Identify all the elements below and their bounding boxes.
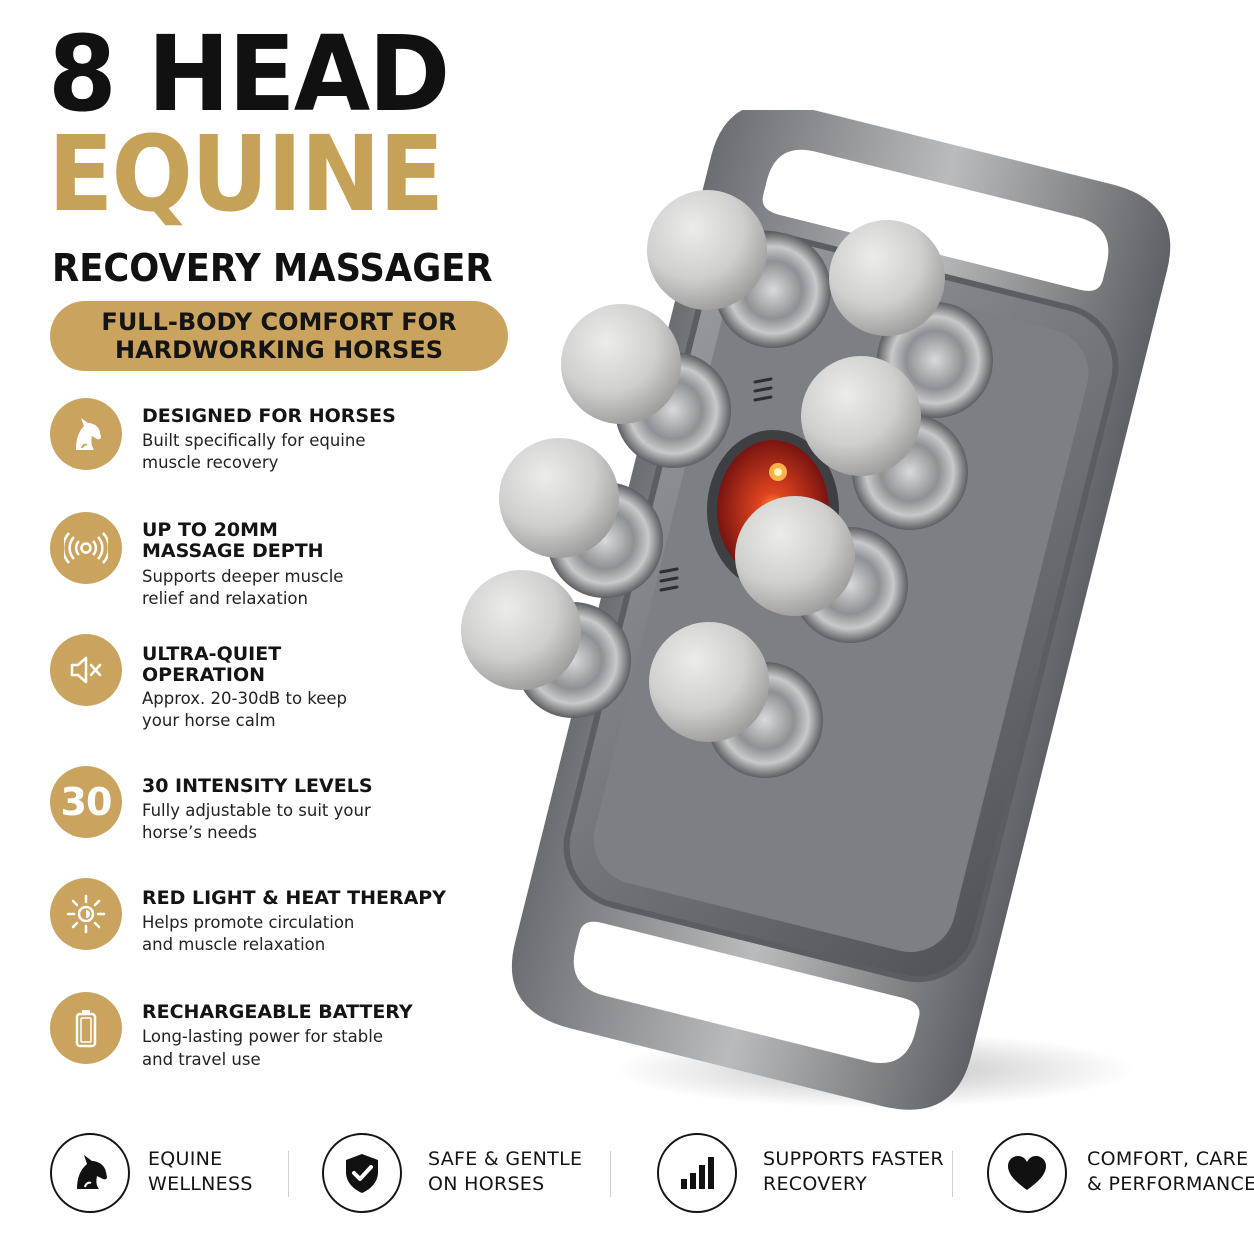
benefit-label-line-1: EQUINE: [148, 1148, 223, 1170]
heart-icon: [987, 1133, 1067, 1213]
feature-title-line-1: ULTRA-QUIET: [142, 643, 282, 665]
feature-title-line-2: MASSAGE DEPTH: [142, 540, 324, 562]
intensity-badge: 30: [60, 780, 113, 824]
horse-head-icon: [50, 398, 122, 470]
feature-desc-line-2: muscle recovery: [142, 453, 279, 472]
sun-light-icon: [50, 878, 122, 950]
divider: [288, 1151, 289, 1197]
headline-equine: EQUINE: [48, 113, 444, 235]
feature-desc-line-2: and travel use: [142, 1050, 261, 1069]
benefit-label: SUPPORTS FASTER RECOVERY: [763, 1147, 963, 1197]
battery-icon: [50, 992, 122, 1064]
massager-product-image: [461, 110, 1171, 1110]
headline-8-head: 8 HEAD: [48, 13, 450, 135]
feature-desc-line-1: Helps promote circulation: [142, 913, 355, 932]
feature-desc-line-1: Built specifically for equine: [142, 431, 366, 450]
benefit-label-line-2: & PERFORMANCE: [1087, 1173, 1254, 1195]
feature-desc-line-1: Supports deeper muscle: [142, 567, 344, 586]
vibration-icon: [50, 512, 122, 584]
banner-line-1: FULL-BODY COMFORT FOR: [101, 308, 457, 336]
divider: [952, 1151, 953, 1197]
feature-desc-line-1: Long-lasting power for stable: [142, 1027, 383, 1046]
bar-chart-icon: [657, 1133, 737, 1213]
benefit-label: COMFORT, CARE & PERFORMANCE: [1087, 1147, 1254, 1197]
feature-title-line-2: OPERATION: [142, 664, 265, 686]
speaker-mute-icon: [50, 634, 122, 706]
feature-desc-line-2: horse’s needs: [142, 823, 258, 842]
feature-title: RECHARGEABLE BATTERY: [142, 1001, 413, 1023]
headline-recovery-massager: RECOVERY MASSAGER: [52, 246, 493, 290]
feature-desc-line-1: Approx. 20-30dB to keep: [142, 689, 348, 708]
feature-desc-line-2: and muscle relaxation: [142, 935, 326, 954]
shield-check-icon: [322, 1133, 402, 1213]
benefit-label-line-1: COMFORT, CARE: [1087, 1148, 1249, 1170]
benefit-label: SAFE & GENTLE ON HORSES: [428, 1147, 628, 1197]
feature-desc-line-2: relief and relaxation: [142, 589, 308, 608]
horse-head-icon: [50, 1133, 130, 1213]
benefit-label: EQUINE WELLNESS: [148, 1147, 348, 1197]
divider: [610, 1151, 611, 1197]
benefits-bar: EQUINE WELLNESS SAFE & GENTLE ON HORSES …: [0, 1125, 1254, 1254]
feature-title-line-1: UP TO 20MM: [142, 519, 278, 541]
tagline-banner: FULL-BODY COMFORT FOR HARDWORKING HORSES: [50, 301, 508, 371]
benefit-label-line-2: ON HORSES: [428, 1173, 545, 1195]
number-30-icon: 30: [50, 766, 122, 838]
feature-desc-line-1: Fully adjustable to suit your: [142, 801, 371, 820]
benefit-label-line-2: RECOVERY: [763, 1173, 868, 1195]
benefit-label-line-1: SUPPORTS FASTER: [763, 1148, 944, 1170]
feature-title: RED LIGHT & HEAT THERAPY: [142, 887, 446, 909]
benefit-label-line-1: SAFE & GENTLE: [428, 1148, 583, 1170]
feature-desc-line-2: your horse calm: [142, 711, 276, 730]
feature-title: 30 INTENSITY LEVELS: [142, 775, 373, 797]
benefit-label-line-2: WELLNESS: [148, 1173, 253, 1195]
banner-line-2: HARDWORKING HORSES: [114, 336, 444, 364]
feature-title: DESIGNED FOR HORSES: [142, 405, 396, 427]
